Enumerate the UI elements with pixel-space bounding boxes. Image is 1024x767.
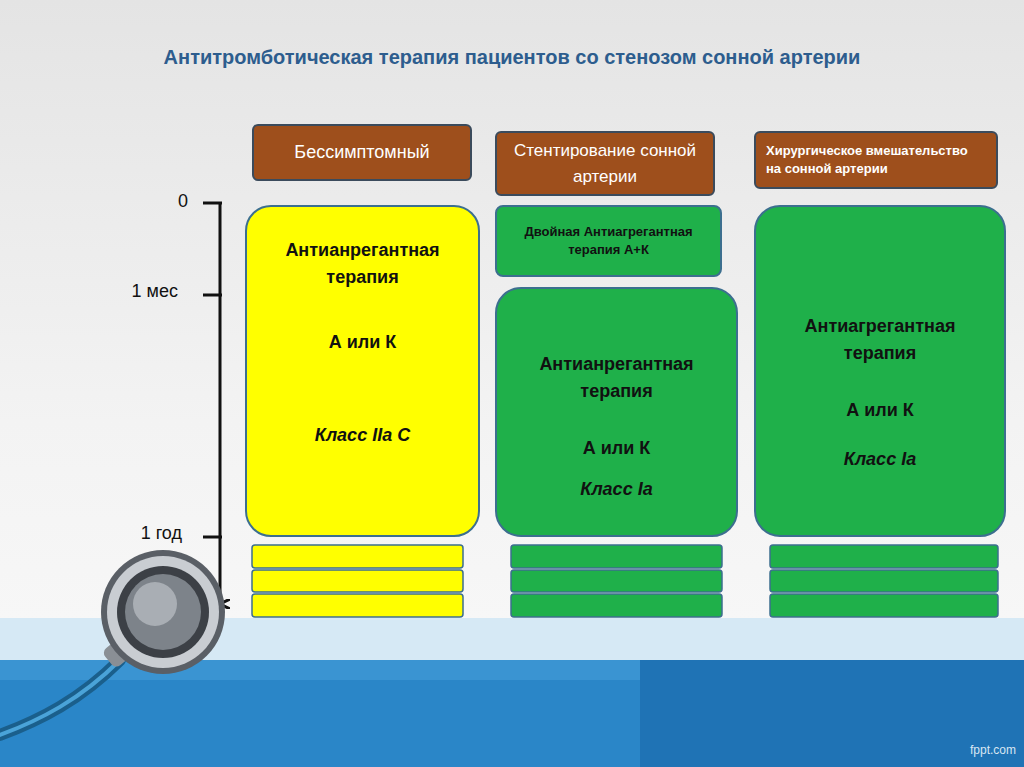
therapy-box: Антиагрегантная терапия А или К Класс Ia bbox=[754, 205, 1006, 537]
axis-tick bbox=[203, 294, 222, 297]
stethoscope bbox=[0, 550, 225, 735]
box-heading: Хирургическое вмешательство на сонной ар… bbox=[766, 142, 986, 177]
column-header: Хирургическое вмешательство на сонной ар… bbox=[754, 131, 998, 189]
time-axis bbox=[219, 203, 222, 604]
box-text: Класс Ia bbox=[507, 476, 726, 503]
box-heading: Антианрегантная терапия bbox=[257, 237, 468, 291]
blue-band-dark bbox=[640, 660, 1024, 767]
box-text: А или К bbox=[766, 397, 994, 424]
axis-tick bbox=[203, 536, 222, 539]
timeline-mark: 0 bbox=[178, 191, 188, 212]
box-heading: Двойная Антиагрегантная терапия А+К bbox=[505, 223, 712, 258]
column-header: Бессимптомный bbox=[252, 124, 472, 181]
box-heading: Бессимптомный bbox=[262, 139, 462, 166]
axis-tick bbox=[203, 202, 222, 205]
box-text: А или К bbox=[257, 329, 468, 356]
therapy-box: Антианрегантная терапия А или К Класс IIa … bbox=[245, 205, 480, 537]
box-heading: Антиагрегантная терапия bbox=[766, 313, 994, 367]
box-text: Класс IIa C bbox=[257, 422, 468, 449]
column-header: Стентирование сонной артерии bbox=[495, 131, 715, 196]
therapy-box: Антианрегантная терапия А или К Класс Ia bbox=[495, 287, 738, 537]
timeline-mark: 1 мес bbox=[132, 281, 178, 302]
therapy-box: Двойная Антиагрегантная терапия А+К bbox=[495, 205, 722, 277]
box-text: А или К bbox=[507, 435, 726, 462]
bar-stack bbox=[252, 545, 998, 617]
watermark: fppt.com bbox=[970, 743, 1016, 757]
box-heading: Антианрегантная терапия bbox=[507, 351, 726, 405]
box-text: Класс Ia bbox=[766, 446, 994, 473]
blue-band bbox=[0, 660, 1024, 767]
timeline-mark: 1 год bbox=[141, 523, 182, 544]
slide-title: Антитромботическая терапия пациентов со … bbox=[40, 46, 984, 69]
box-heading: Стентирование сонной артерии bbox=[503, 138, 707, 189]
